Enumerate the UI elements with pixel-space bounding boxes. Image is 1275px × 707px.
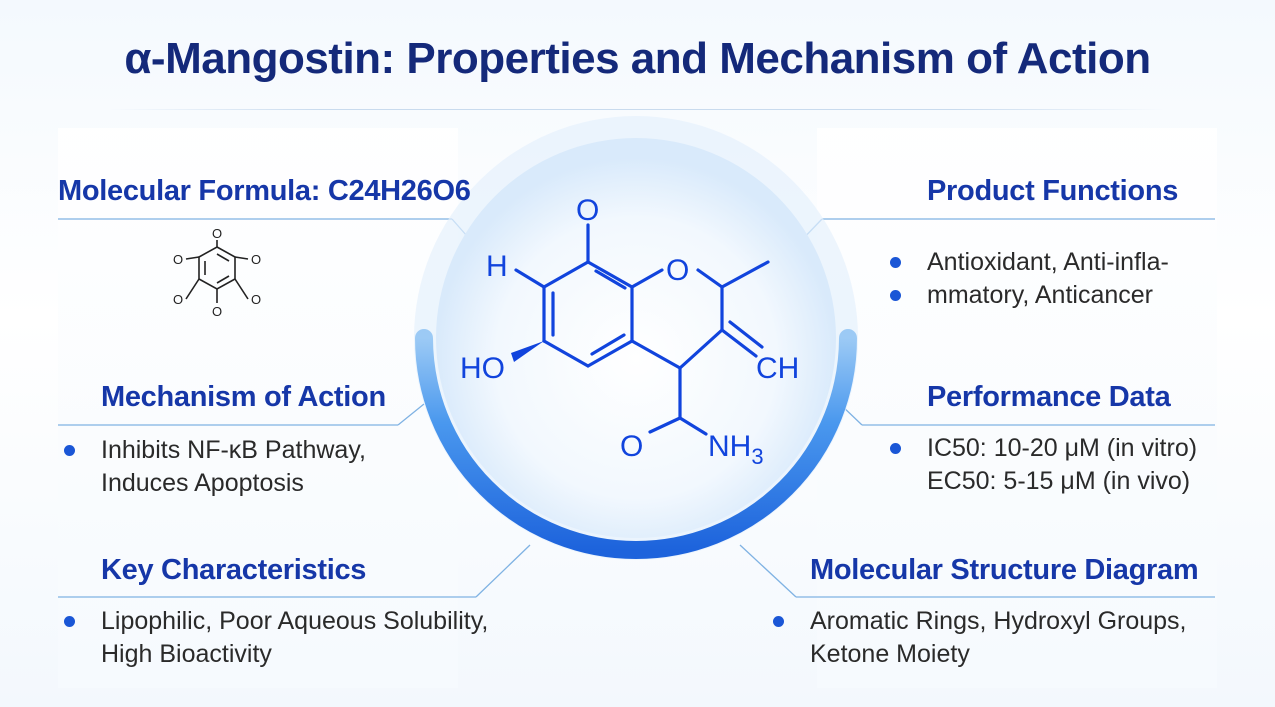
right-panel-background [817, 128, 1217, 688]
atom-o-low: O [620, 430, 643, 463]
bullet-dot [64, 445, 75, 456]
performance-line-1: IC50: 10-20 μM (in vitro) [927, 434, 1198, 462]
heading-mechanism-of-action: Mechanism of Action [101, 381, 386, 413]
heading-molecular-structure-diagram: Molecular Structure Diagram [810, 554, 1199, 586]
atom-nh-subscript: 3 [751, 444, 763, 469]
performance-line-2: EC50: 5-15 μM (in vivo) [927, 467, 1191, 495]
heading-performance-data: Performance Data [927, 381, 1171, 413]
functions-line-1: Antioxidant, Anti-infla- [927, 248, 1169, 276]
functions-line-2: mmatory, Anticancer [927, 281, 1154, 309]
small-atom-o-1: O [212, 226, 222, 241]
connector-mechanism-diag [397, 403, 425, 426]
small-benzene-icon [185, 240, 249, 303]
characteristics-line-2: High Bioactivity [101, 640, 272, 668]
bullet-dot [890, 257, 901, 268]
characteristics-line-1: Lipophilic, Poor Aqueous Solubility, [101, 607, 489, 635]
structure-line-1: Aromatic Rings, Hydroxyl Groups, [810, 607, 1187, 635]
connector-characteristics-diag [475, 544, 531, 598]
small-atom-o-4: O [173, 292, 183, 307]
left-panel-background [58, 128, 458, 688]
title-divider [110, 109, 1165, 110]
wedge-bond [511, 341, 544, 362]
mechanism-line-1: Inhibits NF-κB Pathway, [101, 436, 366, 464]
page-title: α-Mangostin: Properties and Mechanism of… [124, 34, 1151, 83]
atom-ch: CH [756, 352, 799, 385]
bullet-dot [773, 616, 784, 627]
center-blue-ring [415, 329, 857, 559]
structure-line-2: Ketone Moiety [810, 640, 970, 668]
bullet-dot [64, 616, 75, 627]
alpha-mangostin-structure [514, 223, 770, 436]
atom-nh: NH3 [708, 430, 764, 469]
heading-molecular-formula: Molecular Formula: C24H26O6 [58, 175, 471, 207]
connector-structure-diag [739, 544, 797, 598]
small-atom-o-6: O [212, 304, 222, 319]
atom-h: H [486, 250, 508, 283]
small-atom-o-5: O [251, 292, 261, 307]
heading-product-functions: Product Functions [927, 175, 1179, 207]
atom-ho: HO [460, 352, 505, 385]
small-atom-o-2: O [173, 252, 183, 267]
atom-nh-text: NH [708, 430, 751, 463]
bullet-dot [890, 443, 901, 454]
atom-o-top: O [576, 194, 599, 227]
small-atom-o-3: O [251, 252, 261, 267]
mechanism-line-2: Induces Apoptosis [101, 469, 304, 497]
heading-key-characteristics: Key Characteristics [101, 554, 367, 586]
bullet-dot [890, 290, 901, 301]
center-circle [436, 138, 836, 538]
atom-o-ring: O [666, 254, 689, 287]
